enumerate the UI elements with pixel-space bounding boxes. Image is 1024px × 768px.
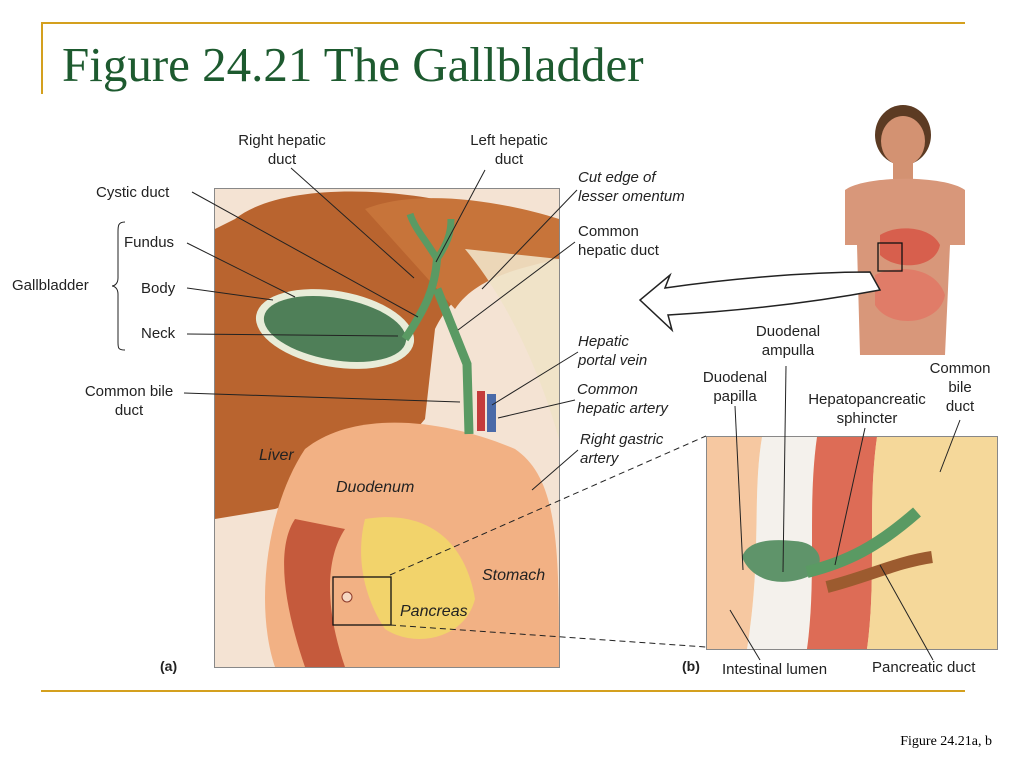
label-fundus: Fundus [124, 234, 175, 251]
slide-title: Figure 24.21 The Gallbladder [62, 40, 644, 92]
frame-top-rule [41, 22, 965, 24]
label-pancreatic-duct: Pancreatic duct [872, 659, 976, 676]
label-common-bile-duct-text: Common bile duct [84, 383, 174, 419]
label-common-bile-duct-b: Common bile duct [918, 359, 1002, 416]
label-body: Body [141, 280, 176, 297]
label-right-hepatic-duct: Right hepatic duct [222, 131, 342, 169]
label-hepatic-portal-vein-text: Hepatic portal vein [578, 333, 648, 369]
label-cut-edge: Cut edge of lesser omentum [578, 168, 685, 206]
person-torso-image [845, 105, 965, 355]
label-common-hepatic-duct: Common hepatic duct [578, 222, 659, 260]
panel-b-illustration [706, 436, 998, 650]
label-intestinal-lumen: Intestinal lumen [722, 661, 828, 678]
label-pancreas: Pancreas [400, 603, 468, 620]
label-common-hepatic-duct-text: Common hepatic duct [578, 223, 659, 259]
label-left-hepatic-duct-text: Left hepatic duct [470, 132, 548, 168]
label-duodenal-ampulla-text: Duodenal ampulla [755, 323, 821, 359]
label-left-hepatic-duct: Left hepatic duct [449, 131, 569, 169]
label-hepatic-portal-vein: Hepatic portal vein [578, 332, 647, 370]
panel-a-tag: (a) [160, 658, 178, 674]
label-right-gastric-artery-text: Right gastric artery [580, 431, 664, 467]
anatomy-illustration-b [707, 437, 997, 649]
frame-left-rule [41, 22, 43, 94]
label-neck: Neck [141, 325, 176, 342]
panel-a-illustration [214, 188, 560, 668]
label-cystic-duct: Cystic duct [96, 184, 170, 201]
label-duodenal-papilla-text: Duodenal papilla [702, 369, 768, 405]
panel-b-tag: (b) [682, 658, 700, 674]
body-location-figure [835, 105, 975, 355]
label-duodenal-papilla: Duodenal papilla [690, 368, 780, 406]
label-common-hepatic-artery-text: Common hepatic artery [577, 381, 668, 417]
label-gallbladder: Gallbladder [12, 277, 89, 294]
label-common-bile-duct-b-text: Common bile duct [929, 360, 991, 415]
label-duodenum: Duodenum [336, 479, 415, 496]
anatomy-illustration-a [215, 189, 559, 667]
label-duodenal-ampulla: Duodenal ampulla [740, 322, 836, 360]
label-stomach: Stomach [482, 567, 546, 584]
label-right-gastric-artery: Right gastric artery [580, 430, 663, 468]
label-common-bile-duct: Common bile duct [66, 382, 192, 420]
label-cut-edge-text: Cut edge of lesser omentum [578, 169, 685, 205]
figure-caption: Figure 24.21a, b [900, 734, 992, 749]
label-right-hepatic-duct-text: Right hepatic duct [238, 132, 326, 168]
label-hepatopancreatic-sphincter: Hepatopancreatic sphincter [792, 390, 942, 428]
label-hepatopancreatic-sphincter-text: Hepatopancreatic sphincter [808, 391, 926, 427]
label-liver: Liver [259, 447, 294, 464]
frame-bottom-rule [41, 690, 965, 692]
label-common-hepatic-artery: Common hepatic artery [577, 380, 668, 418]
